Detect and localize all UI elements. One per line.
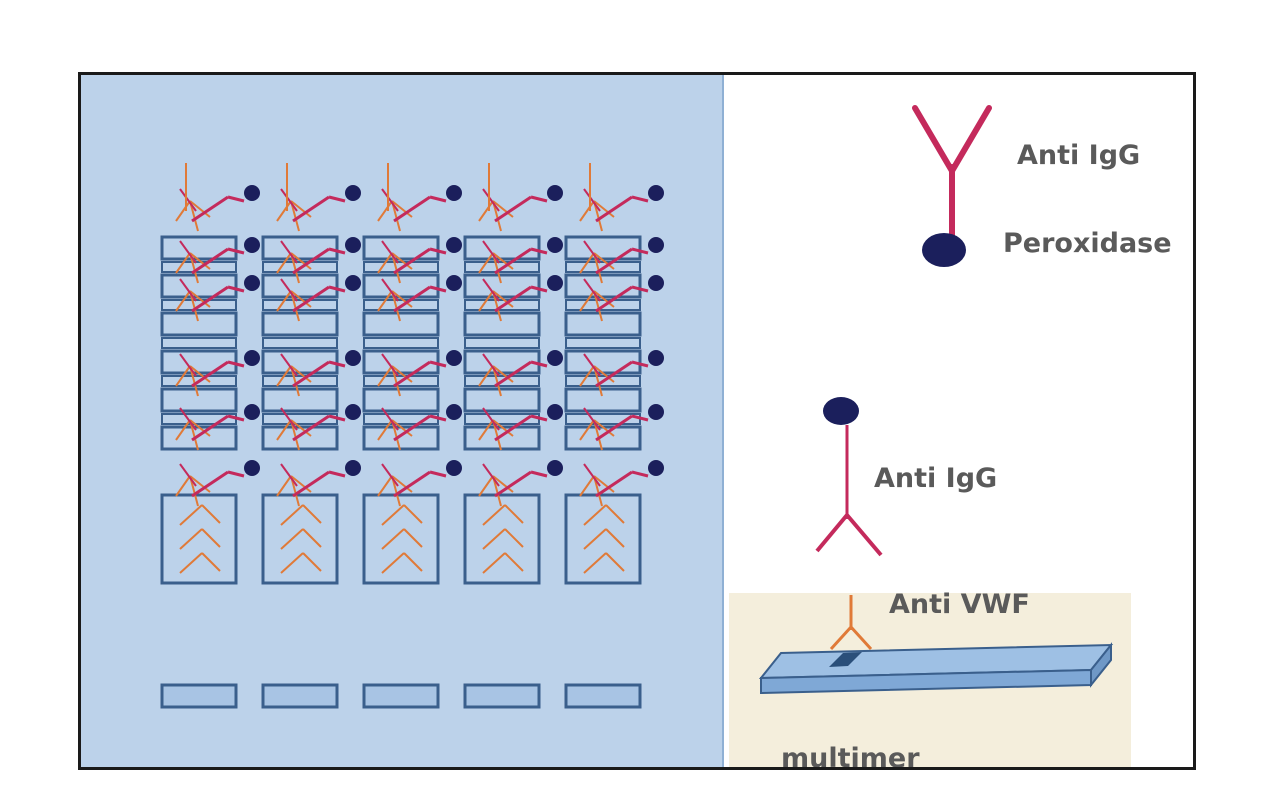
gel-peroxidase-dot — [648, 404, 664, 420]
gel-band-sub — [464, 337, 540, 349]
multimer-band — [829, 652, 862, 667]
gel-band-sub — [565, 261, 641, 273]
gel-peroxidase-dot — [345, 237, 361, 253]
legend-anti-igg-icon — [912, 105, 992, 243]
gel-band — [362, 387, 440, 413]
gel-band-sub — [262, 375, 338, 387]
gel-band-sub — [464, 375, 540, 387]
gel-band-sub — [161, 261, 237, 273]
gel-band-sub — [363, 261, 439, 273]
gel-band — [564, 311, 642, 337]
gel-peroxidase-dot — [547, 237, 563, 253]
gel-peroxidase-dot — [547, 275, 563, 291]
gel-peroxidase-dot — [547, 185, 563, 201]
gel-band-sub — [161, 299, 237, 311]
gel-peroxidase-dot — [345, 350, 361, 366]
gel-panel — [81, 75, 723, 767]
anti-vwf-label: Anti VWF — [889, 589, 1030, 620]
membrane-strip — [758, 642, 1114, 695]
legend-peroxidase-icon — [922, 233, 966, 267]
gel-band-sub — [565, 299, 641, 311]
detail-anti-igg-label: Anti IgG — [874, 463, 997, 494]
gel-peroxidase-dot — [446, 404, 462, 420]
gel-peroxidase-dot — [547, 404, 563, 420]
gel-bottom-band — [261, 683, 339, 709]
gel-band-sub — [161, 375, 237, 387]
gel-peroxidase-dot — [446, 460, 462, 476]
gel-peroxidase-dot — [648, 350, 664, 366]
gel-well-band — [160, 493, 238, 585]
western-blot-diagram: Anti IgG Peroxidase Anti IgG Anti VWF mu… — [81, 75, 1172, 767]
gel-peroxidase-dot — [244, 275, 260, 291]
gel-band — [261, 311, 339, 337]
gel-band — [261, 387, 339, 413]
gel-peroxidase-dot — [345, 275, 361, 291]
gel-band-sub — [464, 261, 540, 273]
multimer-label: multimer — [781, 743, 920, 767]
gel-peroxidase-dot — [244, 404, 260, 420]
gel-peroxidase-dot — [345, 404, 361, 420]
gel-peroxidase-dot — [648, 237, 664, 253]
gel-well-band — [261, 493, 339, 585]
gel-band — [463, 387, 541, 413]
gel-well-band — [564, 493, 642, 585]
gel-band — [160, 311, 238, 337]
gel-peroxidase-dot — [446, 237, 462, 253]
gel-bottom-band — [463, 683, 541, 709]
gel-band-sub — [464, 299, 540, 311]
gel-band — [463, 311, 541, 337]
peroxidase-icon — [823, 397, 859, 425]
gel-peroxidase-dot — [547, 460, 563, 476]
gel-peroxidase-dot — [345, 460, 361, 476]
figure-frame: Anti IgG Peroxidase Anti IgG Anti VWF mu… — [78, 72, 1196, 770]
gel-band — [564, 387, 642, 413]
gel-band — [160, 387, 238, 413]
gel-band-sub — [565, 337, 641, 349]
gel-band-sub — [161, 337, 237, 349]
gel-peroxidase-dot — [648, 185, 664, 201]
gel-antibodies — [175, 163, 664, 574]
gel-peroxidase-dot — [446, 275, 462, 291]
gel-peroxidase-dot — [244, 460, 260, 476]
legend-peroxidase-label: Peroxidase — [1003, 228, 1172, 259]
gel-peroxidase-dot — [446, 185, 462, 201]
gel-band-sub — [363, 375, 439, 387]
gel-peroxidase-dot — [345, 185, 361, 201]
gel-band-sub — [262, 299, 338, 311]
gel-bottom-band — [362, 683, 440, 709]
gel-band-sub — [262, 337, 338, 349]
gel-peroxidase-dot — [547, 350, 563, 366]
gel-well-band — [362, 493, 440, 585]
gel-peroxidase-dot — [648, 460, 664, 476]
gel-band-sub — [363, 337, 439, 349]
gel-peroxidase-dot — [244, 350, 260, 366]
anti-vwf-antibody-icon — [829, 595, 873, 651]
gel-peroxidase-dot — [244, 185, 260, 201]
gel-peroxidase-dot — [648, 275, 664, 291]
anti-igg-antibody-icon — [815, 425, 883, 557]
gel-band-sub — [565, 375, 641, 387]
legend-anti-igg-label: Anti IgG — [1017, 140, 1140, 171]
gel-bottom-band — [160, 683, 238, 709]
gel-band-sub — [363, 299, 439, 311]
gel-peroxidase-dot — [244, 237, 260, 253]
gel-bottom-band — [564, 683, 642, 709]
gel-band — [362, 311, 440, 337]
gel-band-sub — [262, 261, 338, 273]
gel-well-band — [463, 493, 541, 585]
gel-peroxidase-dot — [446, 350, 462, 366]
